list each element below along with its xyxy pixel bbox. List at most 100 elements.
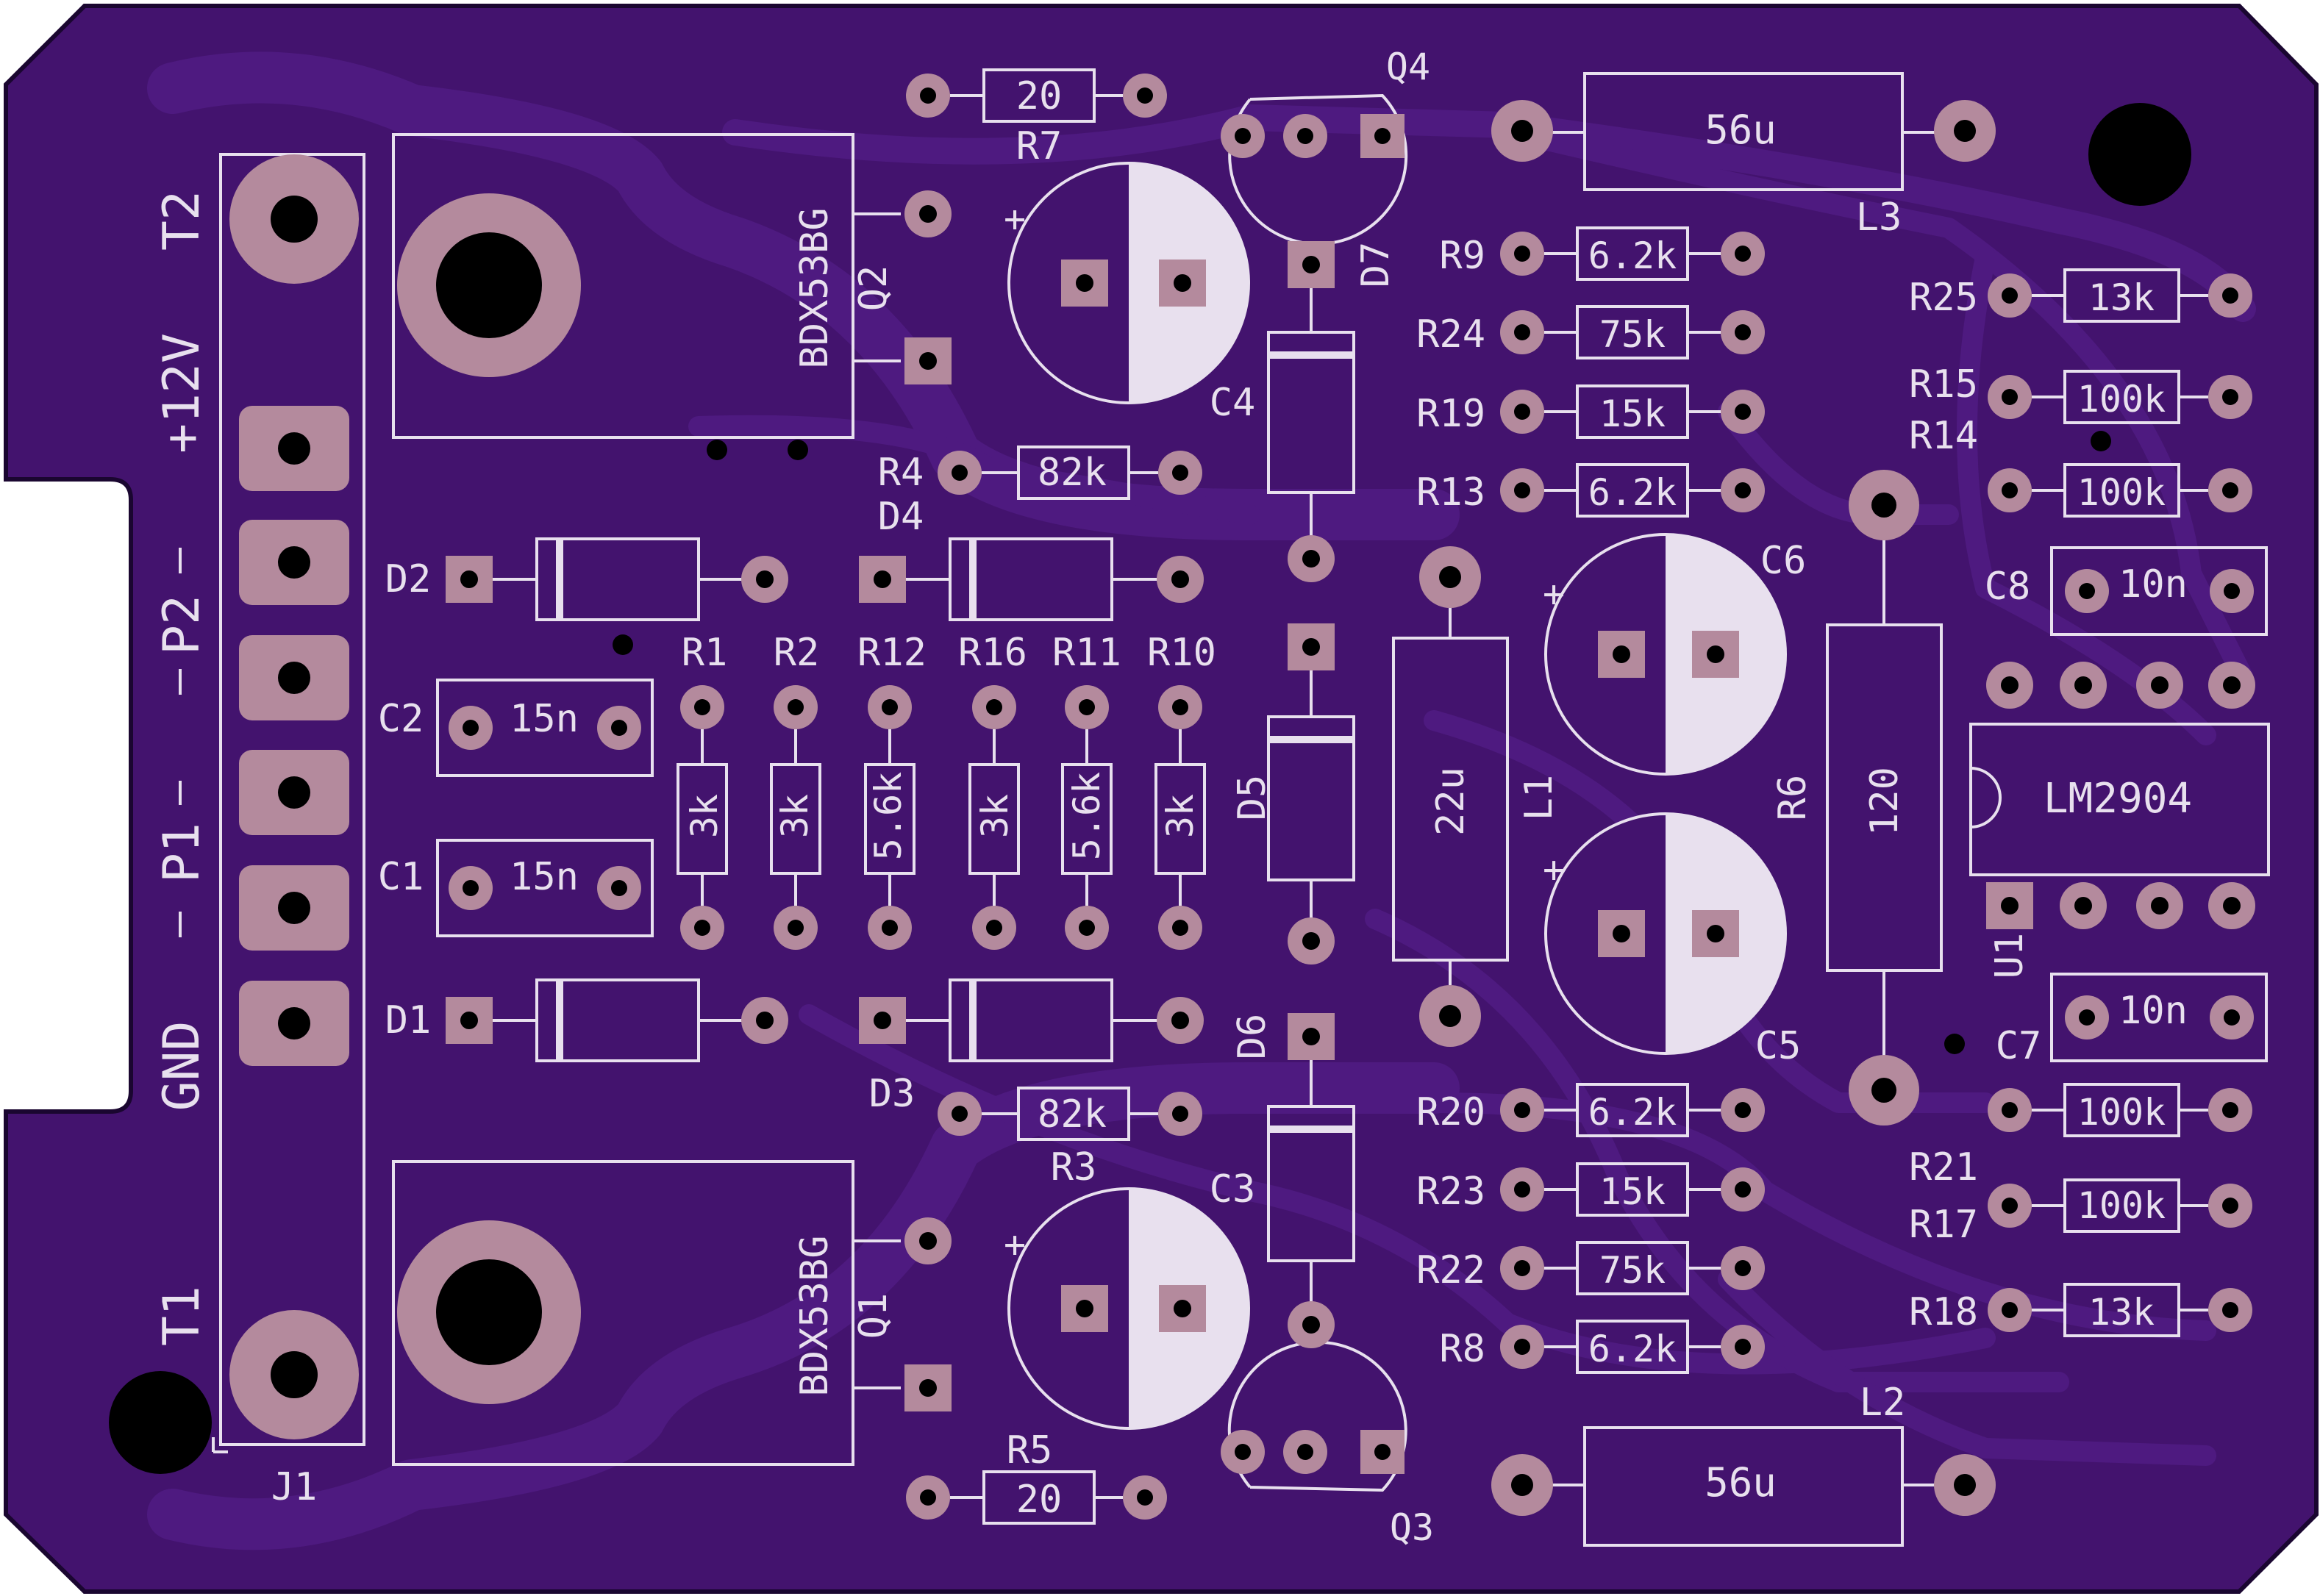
drill-hole (278, 662, 310, 694)
drill-hole (919, 352, 937, 370)
drill-hole (694, 920, 710, 936)
via (788, 440, 808, 460)
silk-outline (2063, 463, 2180, 518)
silk-outline (2063, 268, 2180, 323)
drill-hole (278, 776, 310, 809)
drill-hole (756, 1012, 774, 1029)
drill-hole (2151, 676, 2169, 694)
l1-ref: L1 (1517, 775, 1561, 821)
c5-ref: C5 (1755, 1024, 1802, 1068)
cathode-band (969, 980, 977, 1061)
r4-value: 82k (1038, 451, 1107, 495)
drill-hole (271, 196, 318, 243)
q2-ref: Q2 (852, 265, 896, 312)
silk-outline (436, 679, 654, 777)
drill-hole (1302, 550, 1320, 568)
d6-ref: D6 (1230, 1014, 1274, 1060)
r17-value: 100k (2077, 1184, 2166, 1227)
r11-ref: R11 (1052, 631, 1121, 675)
silk-outline (535, 978, 700, 1062)
drill-hole (1735, 1260, 1751, 1276)
r5-ref: R5 (1007, 1428, 1053, 1472)
silkscreen-text: T2 +12V P2 P1 GND T1 J1 BDX53BG Q2 BDX53… (153, 46, 2192, 1549)
drill-hole (278, 892, 310, 924)
drill-hole (1302, 638, 1320, 656)
silk-outline (392, 133, 854, 439)
drill-hole (2151, 897, 2169, 915)
drill-hole (2002, 287, 2018, 304)
drill-hole (1302, 1028, 1320, 1045)
drill-hole (1174, 1300, 1191, 1317)
r6-value: 120 (1863, 767, 1907, 836)
q3-ref: Q3 (1390, 1506, 1434, 1549)
connector-label-p1: P1 (153, 823, 211, 883)
drill-hole (1079, 920, 1095, 936)
heatsink-hole (436, 1259, 542, 1365)
drill-hole (1735, 1181, 1751, 1198)
silk-outline (677, 763, 728, 875)
drill-hole (1514, 246, 1530, 262)
drill-hole (1076, 274, 1093, 292)
drill-hole (1302, 932, 1320, 950)
r1-ref: R1 (682, 631, 728, 675)
cathode-band (556, 980, 563, 1061)
r12-ref: R12 (857, 631, 927, 675)
drill-hole (1297, 128, 1313, 144)
c8-ref: C8 (1985, 565, 2031, 609)
drill-hole (2222, 1302, 2238, 1318)
drill-hole (2222, 1102, 2238, 1118)
r15-value: 100k (2077, 378, 2166, 421)
drill-hole (919, 205, 937, 223)
silk-outline (968, 763, 1020, 875)
c1-ref: C1 (378, 855, 424, 899)
q1-ref: Q1 (852, 1293, 896, 1339)
q1-value: BDX53BG (793, 1235, 837, 1396)
drill-hole (2002, 389, 2018, 405)
r19-ref: R19 (1416, 392, 1485, 436)
drill-hole (1735, 404, 1751, 420)
drill-hole (2222, 482, 2238, 498)
r3-value: 82k (1038, 1092, 1107, 1137)
silk-outline (436, 839, 654, 937)
mounting-hole (109, 1371, 212, 1474)
r22-value: 75k (1599, 1249, 1666, 1292)
drill-hole (882, 920, 898, 936)
d2-ref: D2 (385, 557, 432, 601)
silk-outline (219, 153, 365, 1446)
drill-hole (1302, 1316, 1320, 1334)
drill-hole (1871, 1078, 1896, 1103)
r22-ref: R22 (1416, 1248, 1485, 1292)
silk-outline (1267, 331, 1355, 494)
r16-ref: R16 (958, 631, 1027, 675)
drill-hole (2223, 676, 2241, 694)
drill-hole (2223, 897, 2241, 915)
drill-hole (1297, 1444, 1313, 1460)
drill-hole (788, 699, 804, 715)
r3-ref: R3 (1051, 1145, 1097, 1189)
drill-hole (1079, 699, 1095, 715)
c6-polarity-mark: + (1543, 573, 1565, 615)
r13-value: 6.2k (1588, 471, 1677, 514)
drill-hole (1707, 925, 1724, 942)
silk-outline (1576, 463, 1689, 518)
drill-hole (874, 1012, 891, 1029)
connector-label-p2: P2 (153, 595, 211, 655)
drill-hole (1514, 1181, 1530, 1198)
drill-hole (1235, 128, 1251, 144)
mounting-hole (2088, 103, 2191, 206)
drill-hole (1735, 246, 1751, 262)
drill-hole (882, 699, 898, 715)
ic-notch (1970, 767, 2002, 829)
drill-hole (1172, 465, 1188, 481)
silk-outline (1576, 226, 1689, 281)
r24-value: 75k (1599, 313, 1666, 356)
drill-hole (1302, 256, 1320, 273)
drill-hole (463, 720, 479, 736)
c5-polarity-mark: + (1543, 848, 1565, 891)
drill-hole (919, 1232, 937, 1250)
drill-hole (756, 570, 774, 588)
r20-ref: R20 (1416, 1090, 1485, 1134)
drill-hole (1172, 699, 1188, 715)
silk-outline (949, 537, 1113, 621)
silk-outline (2063, 1178, 2180, 1233)
